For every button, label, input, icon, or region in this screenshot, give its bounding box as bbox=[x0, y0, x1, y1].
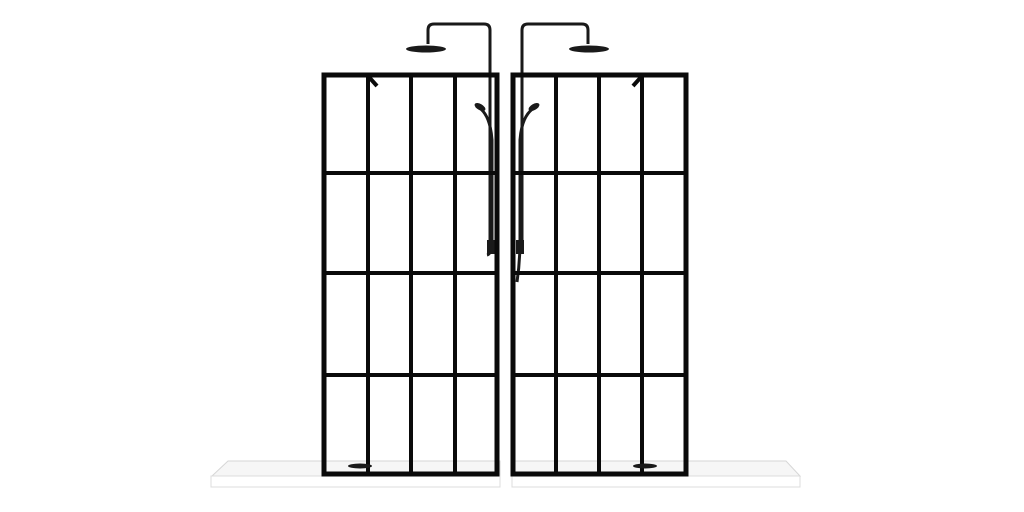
glass-panel-right bbox=[510, 72, 689, 477]
hand-shower-icon bbox=[474, 103, 495, 257]
glass-panel-left bbox=[321, 72, 500, 477]
drain-icon bbox=[633, 463, 657, 469]
shower-head-icon bbox=[520, 22, 609, 250]
drain-icon bbox=[348, 463, 372, 469]
shower-head-icon bbox=[406, 22, 492, 250]
hand-shower-icon bbox=[515, 103, 540, 283]
